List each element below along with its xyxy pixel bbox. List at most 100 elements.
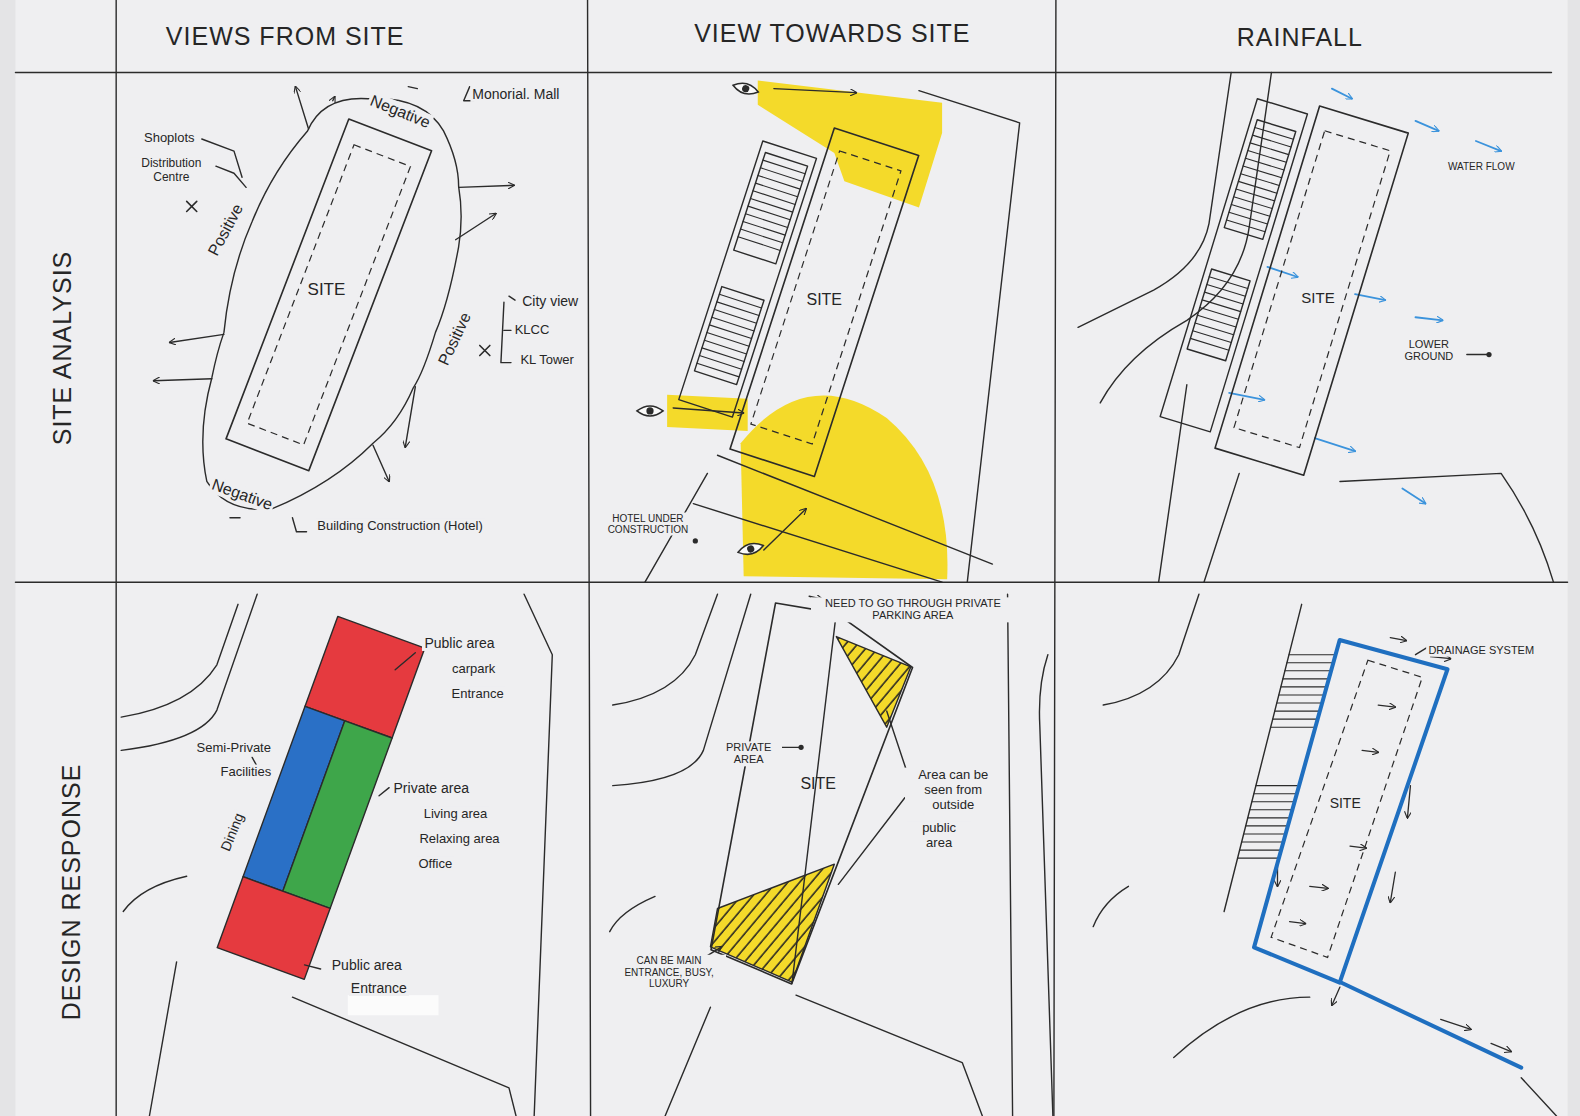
grid-line	[588, 0, 591, 1116]
site-outline: SITE	[707, 599, 917, 988]
road-edge	[121, 594, 257, 750]
parking-stall	[1190, 338, 1229, 350]
site-outline: SITE	[726, 124, 923, 481]
zone-item: Relaxing area	[417, 832, 501, 847]
leader-line	[395, 653, 415, 670]
row-header: SITE ANALYSIS	[48, 248, 77, 447]
design-note: NEED TO GO THROUGH PRIVATE PARKING AREA	[811, 597, 1015, 622]
cross-mark	[480, 345, 490, 355]
flow-note: LOWER GROUND	[1392, 338, 1466, 363]
parking-stall	[699, 356, 741, 370]
parking-stall	[697, 363, 739, 377]
parking-stall	[1277, 702, 1322, 703]
zone-item: Office	[416, 856, 454, 871]
site-boundary	[730, 128, 919, 476]
water-flow-arrow	[1415, 317, 1442, 320]
site-label: SITE	[1301, 290, 1334, 307]
road-edge	[149, 962, 176, 1116]
context-note: Building Construction (Hotel)	[315, 519, 484, 534]
water-flow-arrow	[1476, 141, 1501, 151]
parking-bay	[734, 152, 808, 263]
design-note: PRIVATE AREA	[716, 741, 782, 766]
road-edge	[610, 896, 655, 931]
parking-stall	[1281, 686, 1327, 687]
parking-stall	[1240, 850, 1281, 851]
private-zone	[283, 721, 392, 909]
parking-stall	[741, 229, 783, 243]
column-header: VIEW TOWARDS SITE	[692, 19, 972, 48]
parking-stall	[704, 340, 746, 354]
site-boundary	[226, 119, 432, 471]
road-edge	[1078, 73, 1231, 328]
water-flow-arrow	[1402, 489, 1425, 504]
site-outline: SITE	[1250, 636, 1452, 987]
grid-line	[1054, 0, 1056, 1116]
setback-line	[1234, 131, 1390, 448]
flow-arrow	[1390, 638, 1406, 641]
leader-line	[838, 798, 904, 885]
view-arrow	[459, 185, 514, 187]
road-edge	[1340, 473, 1554, 582]
leader-line	[1467, 354, 1489, 355]
flow-arrow	[1378, 705, 1395, 707]
parking-stall	[748, 206, 790, 220]
site-boundary	[1215, 106, 1408, 475]
zone-item: Facilities	[219, 764, 274, 779]
site-label: SITE	[800, 775, 836, 793]
cross-mark	[187, 201, 197, 211]
context-note: City view	[520, 293, 580, 309]
grid-line	[115, 0, 116, 1116]
site-shape	[707, 599, 917, 988]
parking-stall	[1246, 825, 1288, 826]
site-label: SITE	[308, 281, 346, 300]
correction-patch	[348, 995, 439, 1015]
eye-outline	[737, 541, 765, 558]
road-edge	[919, 91, 1020, 583]
road-edge	[665, 1007, 710, 1116]
view-arrow	[295, 87, 308, 129]
flow-arrow	[1350, 846, 1366, 848]
water-flow-arrow	[1332, 89, 1352, 99]
view-cone	[758, 81, 942, 208]
parking-stall	[763, 160, 805, 174]
parking-stall	[719, 294, 761, 308]
context-note: KLCC	[513, 322, 552, 337]
parking-stall	[758, 175, 800, 189]
drainage-channel	[1340, 982, 1521, 1068]
site-label: SITE	[806, 291, 842, 309]
leader-line	[305, 965, 321, 969]
eye-symbol	[737, 541, 765, 558]
zone-label: Public area	[330, 957, 404, 973]
parking-stall	[743, 221, 785, 235]
road-edge	[1039, 655, 1052, 1116]
parking-stall	[714, 310, 756, 324]
flow-arrow	[1290, 922, 1306, 924]
parking-edge	[1224, 604, 1302, 911]
parking-stall	[746, 214, 788, 228]
parking-stall	[1285, 670, 1331, 671]
road-edge	[1008, 594, 1013, 1116]
view-arrow	[153, 379, 211, 381]
water-flow-arrow	[1415, 121, 1438, 131]
parking-bay	[1187, 269, 1250, 361]
leader-line	[379, 788, 389, 796]
context-note: Shoplots	[142, 131, 197, 146]
road-edge	[1204, 473, 1239, 582]
leader-line	[887, 711, 907, 771]
parking-stall	[707, 333, 749, 347]
parking-stall	[1256, 785, 1299, 786]
road-edge	[1174, 997, 1310, 1057]
parking-stall	[709, 325, 751, 339]
parking-stall	[755, 183, 797, 197]
parking-stall	[1242, 841, 1284, 842]
zone-item: Living area	[422, 807, 490, 822]
water-flow-arrow	[1229, 393, 1264, 400]
road-edge	[613, 594, 718, 705]
site-label: SITE	[1330, 796, 1361, 811]
road-edge	[123, 876, 186, 911]
parking-stall	[1289, 654, 1336, 655]
parking-stall	[1254, 793, 1297, 794]
parking-stall	[1248, 817, 1290, 818]
water-flow-arrow	[1315, 438, 1355, 451]
